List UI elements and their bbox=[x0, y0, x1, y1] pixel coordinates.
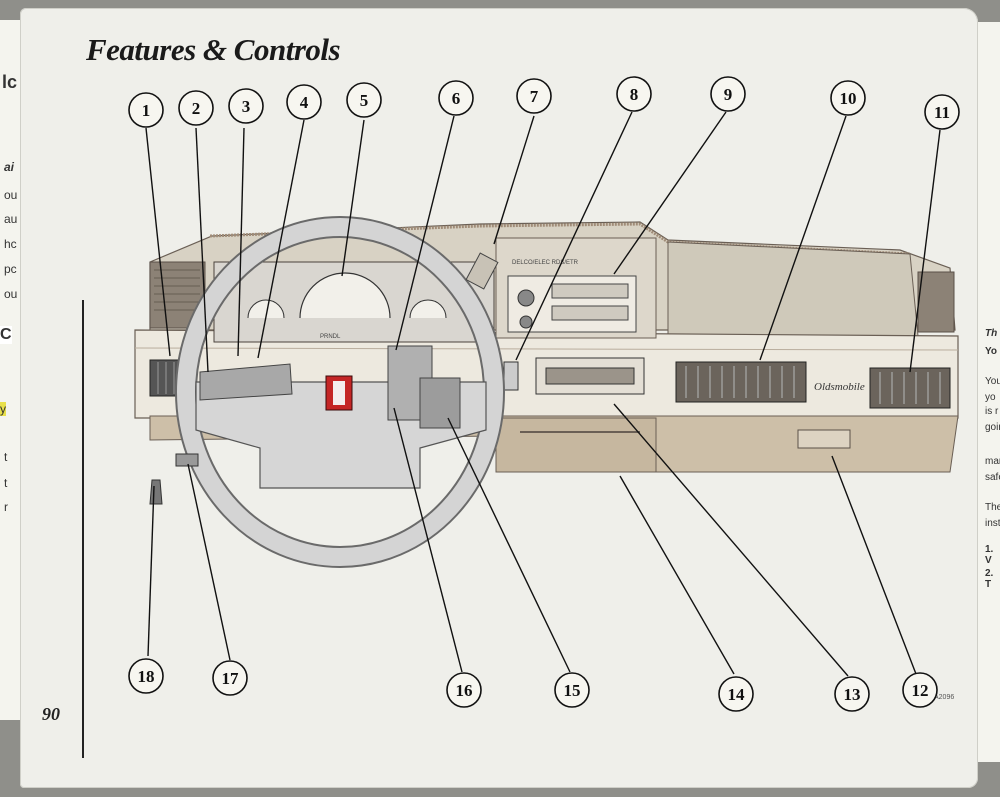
hood-release bbox=[149, 479, 163, 505]
callout-9: 9 bbox=[710, 76, 746, 112]
svg-text:15: 15 bbox=[564, 681, 581, 700]
svg-text:3: 3 bbox=[242, 97, 251, 116]
svg-text:14: 14 bbox=[728, 685, 746, 704]
svg-text:1: 1 bbox=[142, 101, 151, 120]
radio-tag: DELCO/ELEC RDS/ETR bbox=[512, 260, 579, 266]
callout-18: 18 bbox=[128, 658, 164, 694]
svg-text:18: 18 bbox=[138, 667, 155, 686]
svg-text:16: 16 bbox=[456, 681, 473, 700]
gear-indicator: PRNDL bbox=[320, 334, 341, 340]
right-edge-text: Yo bbox=[985, 346, 998, 357]
brand-badge: Oldsmobile bbox=[814, 381, 865, 393]
right-edge-text: is r bbox=[985, 406, 999, 417]
right-vent bbox=[869, 367, 951, 409]
right-edge-text: man bbox=[985, 456, 1000, 467]
left-edge-text: pc bbox=[4, 262, 17, 276]
glove-latch bbox=[797, 429, 851, 449]
center-vents bbox=[675, 361, 807, 403]
right-edge-text: instr bbox=[985, 518, 1000, 529]
callouts: 1 2 3 4 5 6 7 8 9 10 11 12 13 14 15 16 1… bbox=[128, 76, 960, 712]
callout-12: 12 bbox=[902, 672, 938, 708]
right-speaker bbox=[917, 271, 955, 333]
callout-16: 16 bbox=[446, 672, 482, 708]
callout-11: 11 bbox=[924, 94, 960, 130]
svg-text:7: 7 bbox=[530, 87, 539, 106]
left-edge-text: lc bbox=[2, 72, 18, 92]
margin-rule bbox=[82, 300, 84, 758]
right-edge-text: You bbox=[985, 376, 1000, 387]
fuse-door bbox=[175, 453, 199, 467]
left-edge-text: ai bbox=[4, 160, 15, 174]
svg-text:5: 5 bbox=[360, 91, 369, 110]
callout-7: 7 bbox=[516, 78, 552, 114]
right-edge-text: Th bbox=[985, 328, 998, 339]
svg-text:2: 2 bbox=[192, 99, 201, 118]
figure-code: A2096 bbox=[934, 694, 955, 701]
left-edge-text: hc bbox=[4, 237, 17, 251]
hazard-switch bbox=[503, 361, 519, 391]
left-edge-text: ou bbox=[4, 287, 18, 301]
svg-text:11: 11 bbox=[934, 103, 950, 122]
right-edge-text: safe bbox=[985, 472, 1000, 483]
svg-text:4: 4 bbox=[300, 93, 309, 112]
callout-3: 3 bbox=[228, 88, 264, 124]
callout-17: 17 bbox=[212, 660, 248, 696]
svg-text:8: 8 bbox=[630, 85, 639, 104]
left-edge-text: y bbox=[0, 402, 6, 416]
callout-8: 8 bbox=[616, 76, 652, 112]
left-edge-text: t bbox=[4, 476, 8, 490]
left-edge-text: ou bbox=[4, 188, 18, 202]
glove-box bbox=[495, 417, 657, 473]
callout-5: 5 bbox=[346, 82, 382, 118]
right-edge-text: goin bbox=[985, 422, 1000, 433]
callout-1: 1 bbox=[128, 92, 164, 128]
callout-6: 6 bbox=[438, 80, 474, 116]
svg-text:6: 6 bbox=[452, 89, 461, 108]
svg-text:13: 13 bbox=[844, 685, 861, 704]
svg-text:9: 9 bbox=[724, 85, 733, 104]
callout-2: 2 bbox=[178, 90, 214, 126]
tilt-lever bbox=[465, 252, 499, 290]
right-edge-text: 2. T bbox=[985, 568, 994, 590]
right-edge-text: The bbox=[985, 502, 1000, 513]
right-edge-text: 1. V bbox=[985, 544, 994, 566]
left-edge-text: C bbox=[0, 326, 12, 344]
left-edge-text: t bbox=[4, 450, 8, 464]
svg-text:12: 12 bbox=[912, 681, 929, 700]
page-number: 90 bbox=[42, 704, 60, 724]
left-edge-text: au bbox=[4, 212, 18, 226]
page-title: Features & Controls bbox=[86, 32, 341, 67]
callout-14: 14 bbox=[718, 676, 754, 712]
right-edge-text: yo bbox=[985, 392, 996, 403]
callout-10: 10 bbox=[830, 80, 866, 116]
callout-15: 15 bbox=[554, 672, 590, 708]
svg-text:10: 10 bbox=[840, 89, 857, 108]
callout-4: 4 bbox=[286, 84, 322, 120]
svg-text:17: 17 bbox=[222, 669, 240, 688]
callout-13: 13 bbox=[834, 676, 870, 712]
left-edge-text: r bbox=[4, 500, 8, 514]
